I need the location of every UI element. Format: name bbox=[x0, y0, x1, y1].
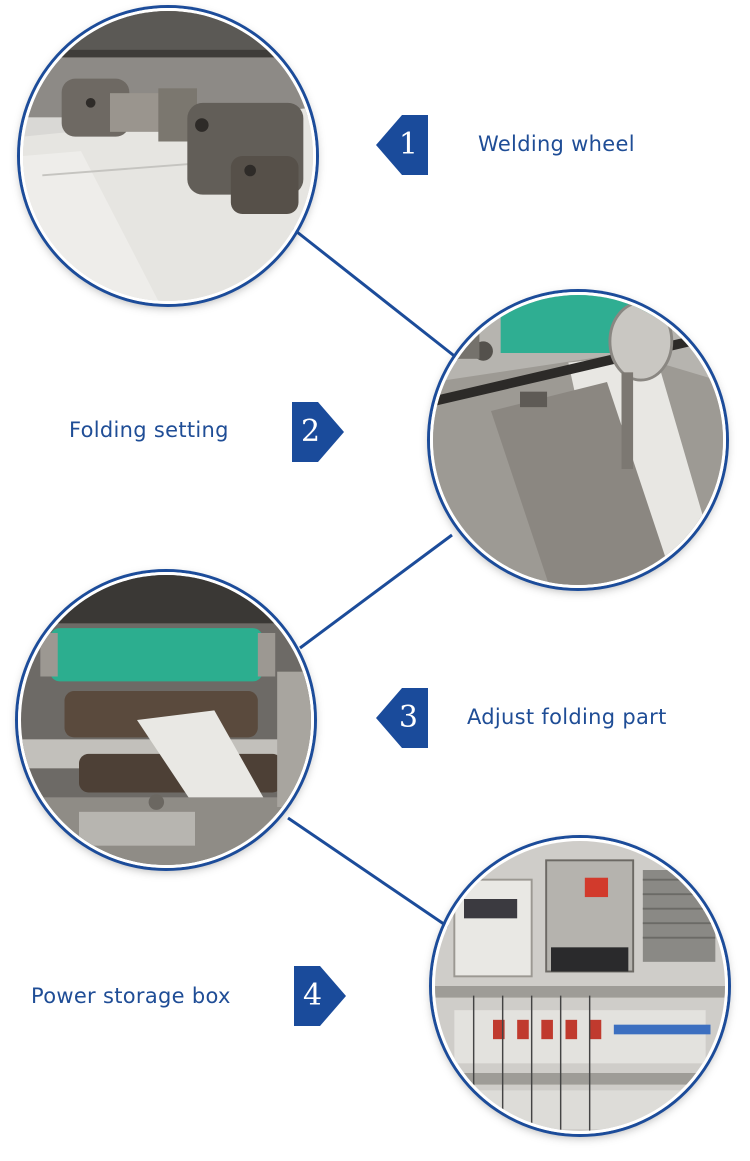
welding-wheel-photo bbox=[20, 8, 316, 304]
step-badge-1: 1 bbox=[376, 115, 428, 175]
power-box-photo bbox=[432, 838, 728, 1134]
right-arrow-badge-icon bbox=[294, 966, 346, 1026]
caption-power-storage-box: Power storage box bbox=[31, 984, 231, 1008]
step-badge-3: 3 bbox=[376, 688, 428, 748]
step-number: 1 bbox=[398, 127, 418, 162]
right-arrow-badge-icon bbox=[292, 402, 344, 462]
folding-part-photo bbox=[18, 572, 314, 868]
left-arrow-badge-icon bbox=[376, 688, 428, 748]
step-number: 3 bbox=[398, 700, 418, 735]
caption-folding-setting: Folding setting bbox=[69, 418, 229, 442]
folding-setting-photo bbox=[430, 292, 726, 588]
connector-line-3-4 bbox=[287, 816, 461, 937]
caption-welding-wheel: Welding wheel bbox=[478, 132, 635, 156]
step-number: 4 bbox=[303, 978, 323, 1013]
left-arrow-badge-icon bbox=[376, 115, 428, 175]
connector-line-2-3 bbox=[299, 533, 453, 650]
step-badge-2: 2 bbox=[292, 402, 344, 462]
step-number: 2 bbox=[301, 414, 321, 449]
caption-adjust-folding-part: Adjust folding part bbox=[467, 705, 667, 729]
step-badge-4: 4 bbox=[294, 966, 346, 1026]
